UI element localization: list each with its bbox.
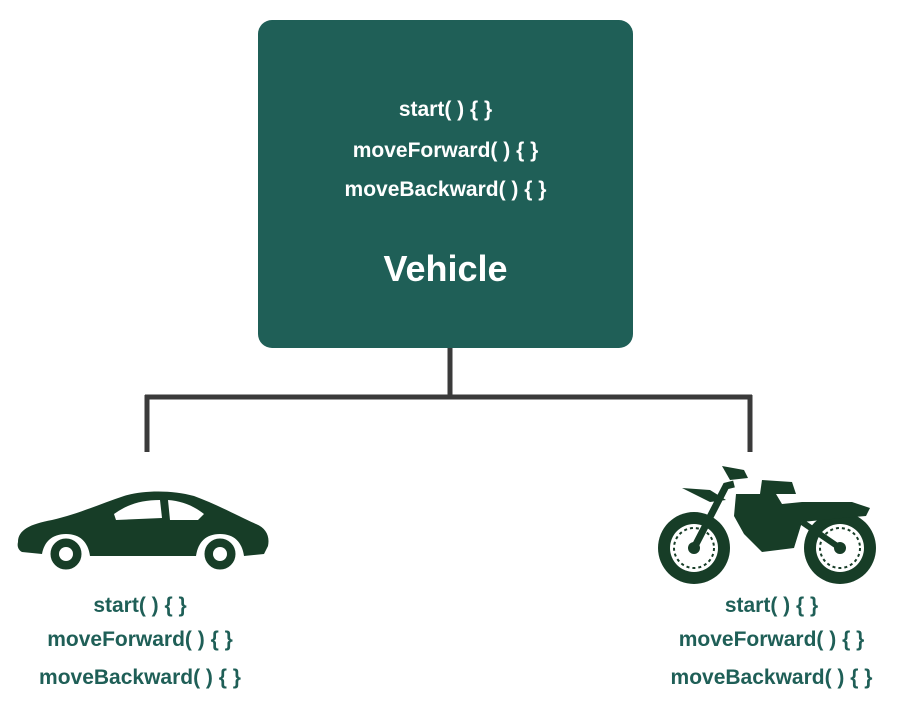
car-method-move-forward: moveForward( ) { }	[47, 628, 233, 651]
car-icon	[17, 491, 269, 572]
motorcycle-method-move-backward: moveBackward( ) { }	[670, 666, 873, 689]
motorcycle-method-start: start( ) { }	[724, 594, 819, 617]
vehicle-method-move-backward: moveBackward( ) { }	[344, 178, 547, 201]
car-method-move-backward: moveBackward( ) { }	[39, 666, 241, 689]
vehicle-class-box: start( ) { } moveForward( ) { } moveBack…	[258, 20, 633, 348]
vehicle-method-start: start( ) { }	[398, 98, 493, 121]
vehicle-method-move-forward: moveForward( ) { }	[352, 139, 539, 162]
motorcycle-icon	[658, 466, 876, 584]
car-method-start: start( ) { }	[93, 594, 187, 617]
vehicle-class-title: Vehicle	[383, 248, 508, 289]
motorcycle-method-move-forward: moveForward( ) { }	[678, 628, 865, 651]
